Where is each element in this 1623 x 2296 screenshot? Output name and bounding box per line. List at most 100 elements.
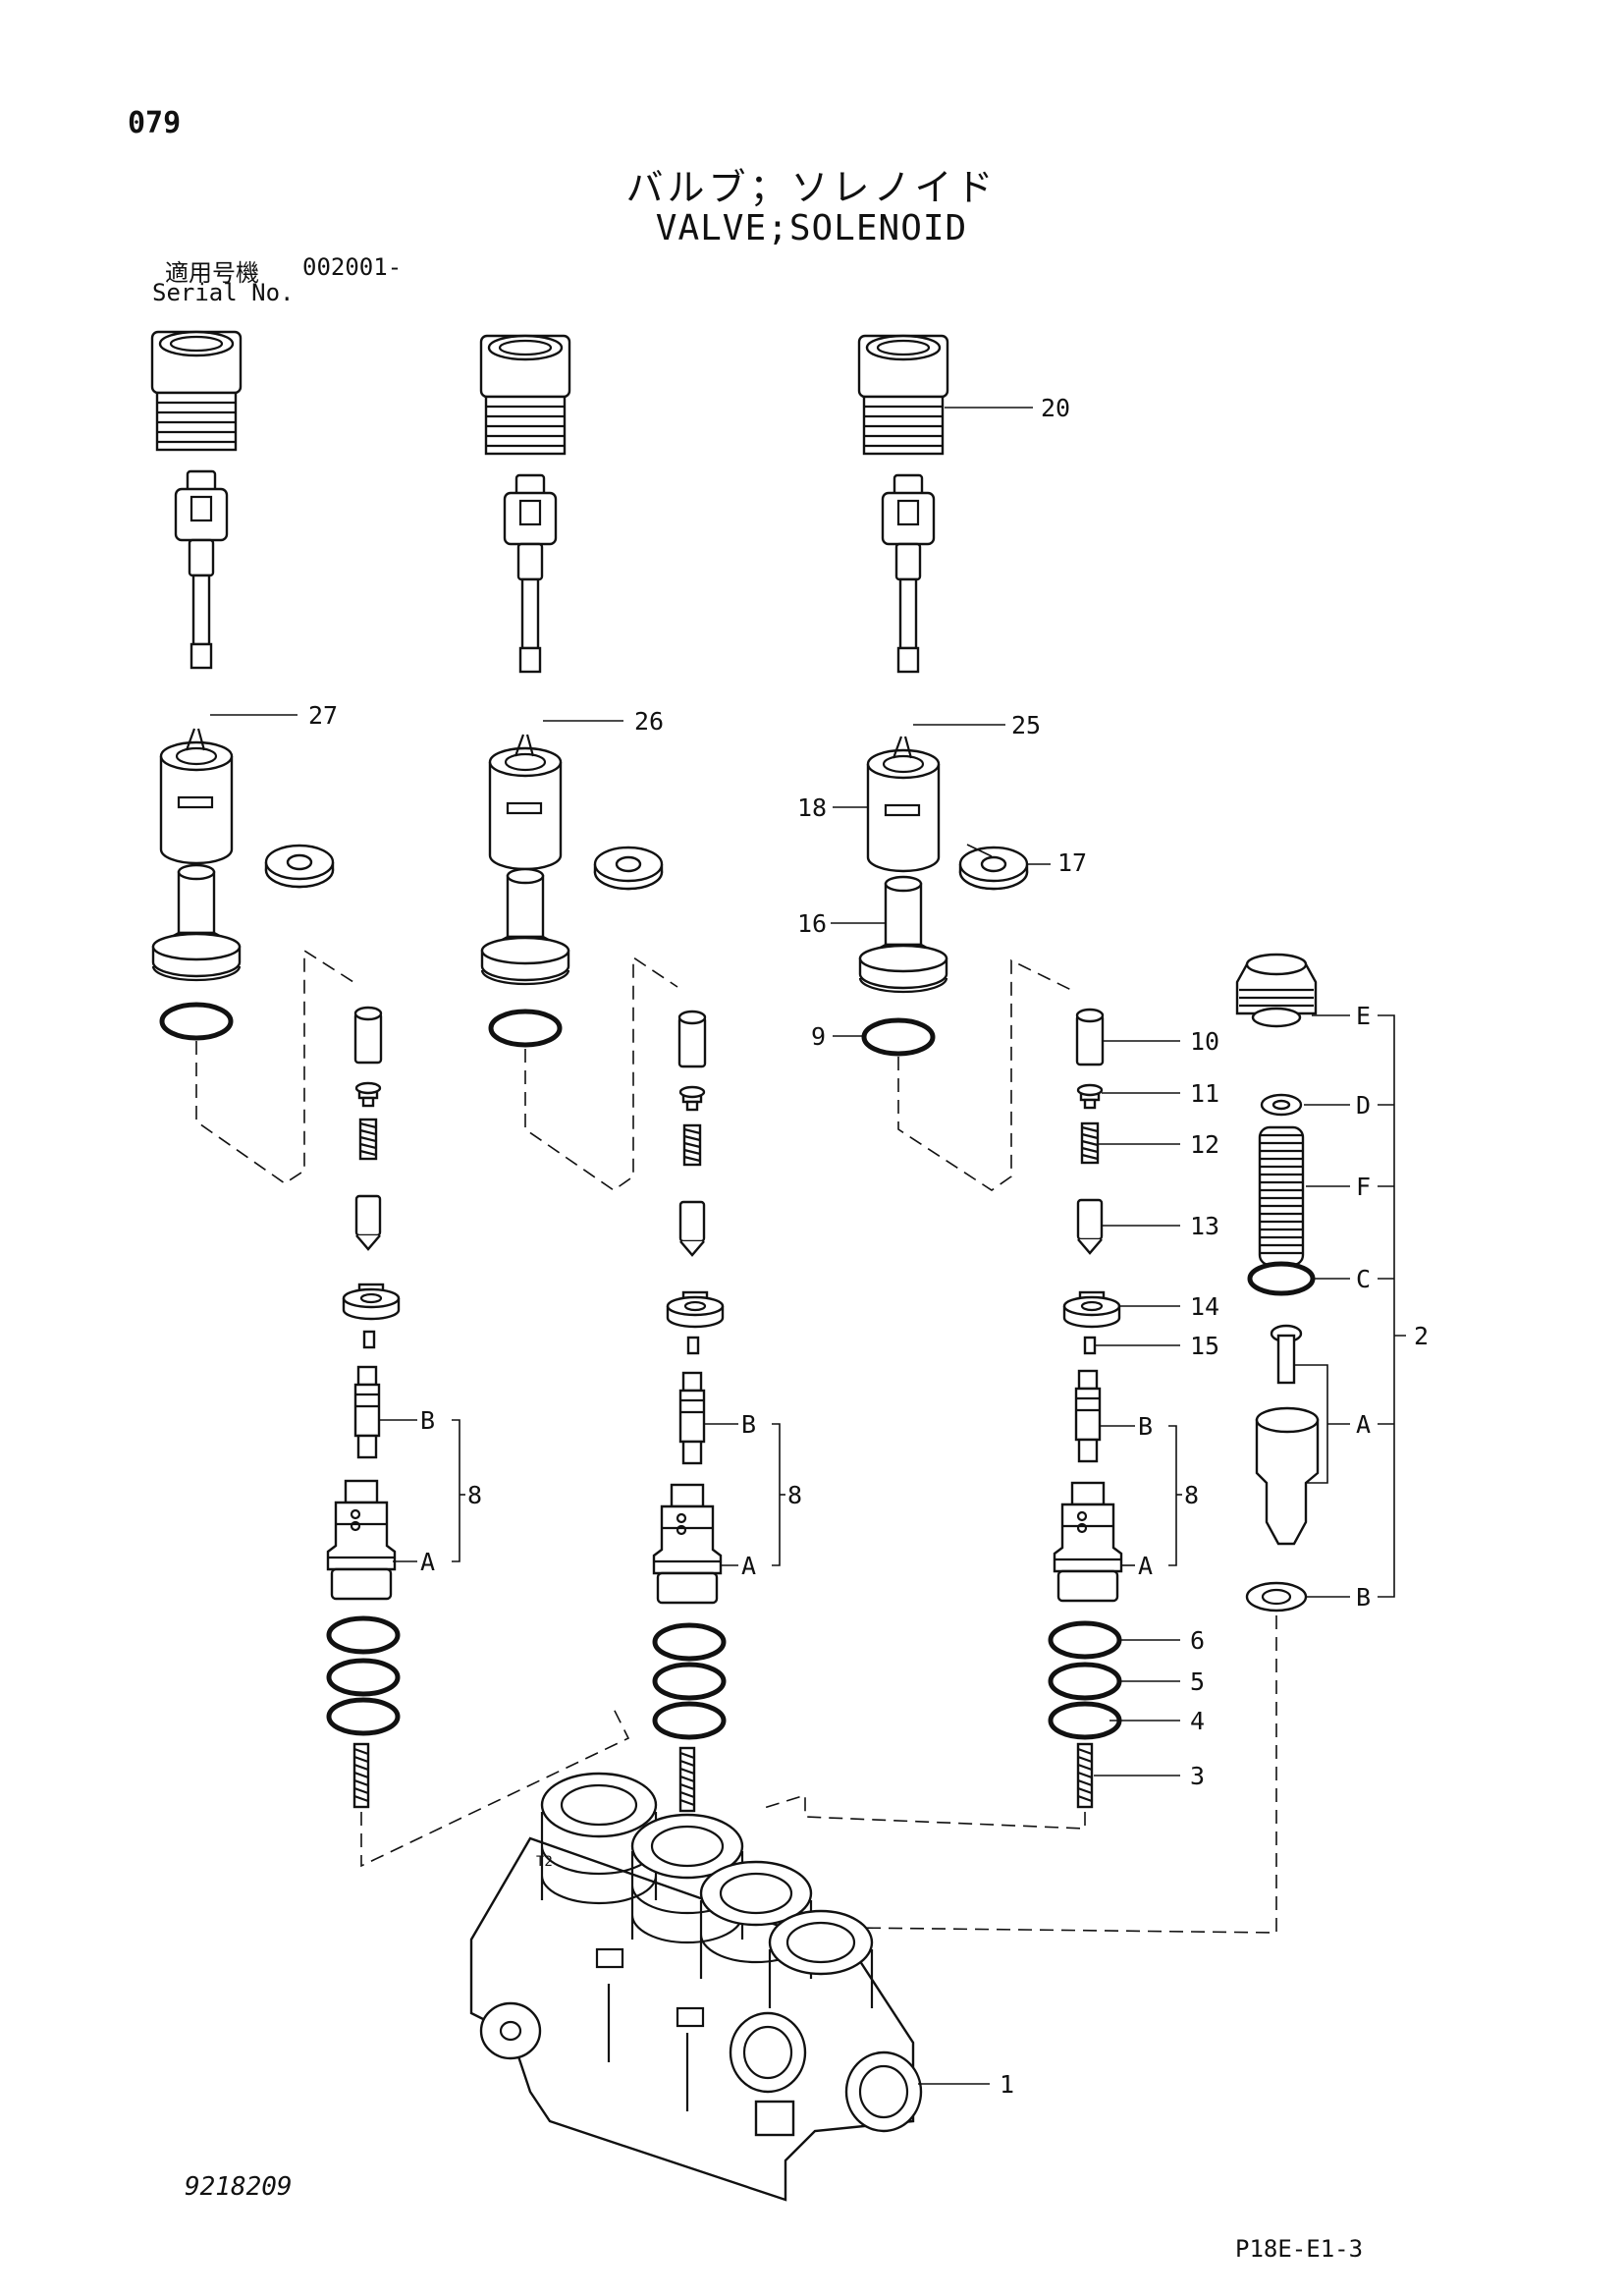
right-solenoid-tube [858, 875, 948, 994]
left-spool [353, 1365, 381, 1459]
drawing-number: 9218209 [185, 2172, 293, 2202]
middle-plunger [677, 1010, 707, 1068]
callout-labels: 27 26 25 20 18 17 16 9 10 11 12 13 14 15… [308, 394, 1429, 2099]
middle-bottom-spring [678, 1746, 696, 1813]
left-oring-large [329, 1618, 398, 1652]
left-coil-washer [264, 844, 335, 889]
callout-kit-b: B [1356, 1583, 1371, 1612]
callout-left-a: A [420, 1548, 435, 1576]
callout-kit-f: F [1356, 1173, 1371, 1201]
left-retainer [342, 1283, 401, 1321]
right-small-rod [1083, 1336, 1097, 1355]
middle-valve-assembly [479, 334, 725, 1813]
callout-12: 12 [1190, 1130, 1219, 1159]
valve-body: T2 [469, 1772, 923, 2202]
left-tube-oring [162, 1005, 231, 1038]
callout-18: 18 [797, 793, 827, 822]
callout-1: 1 [1000, 2070, 1014, 2099]
callout-13: 13 [1190, 1212, 1219, 1240]
leader-lines [210, 407, 1406, 2085]
callout-kit-d: D [1356, 1091, 1371, 1120]
title-japanese: バルブ；ソレノイド [625, 166, 998, 209]
left-small-rod [362, 1330, 376, 1349]
page-number: 079 [128, 106, 182, 140]
middle-pin [678, 1200, 706, 1257]
callout-11: 11 [1190, 1079, 1219, 1108]
right-solenoid-coil [866, 735, 941, 873]
left-oring-small [329, 1700, 398, 1733]
callout-8-middle: 8 [787, 1481, 802, 1509]
right-valve-assembly [760, 334, 1123, 1830]
callout-26: 26 [634, 707, 664, 736]
left-seat [354, 1081, 382, 1108]
right-bottom-spring [1076, 1742, 1094, 1809]
callout-middle-b: B [741, 1410, 756, 1439]
middle-sleeve [652, 1483, 723, 1605]
callout-4: 4 [1190, 1707, 1205, 1735]
middle-seat [678, 1085, 706, 1112]
middle-solenoid-coil [488, 733, 563, 871]
callout-16: 16 [797, 909, 827, 938]
serial-range: 002001- [302, 253, 403, 281]
right-oring-large [1051, 1623, 1119, 1657]
middle-oring-medium [655, 1665, 724, 1698]
right-harness-connector [881, 473, 936, 674]
right-spring [1080, 1121, 1100, 1165]
right-sleeve [1053, 1481, 1123, 1603]
right-seat [1076, 1083, 1104, 1110]
callout-6: 6 [1190, 1626, 1205, 1655]
left-oring-medium [329, 1661, 398, 1694]
callout-3: 3 [1190, 1762, 1205, 1790]
right-pin [1076, 1198, 1104, 1255]
callout-15: 15 [1190, 1332, 1219, 1360]
callout-right-b: B [1138, 1412, 1153, 1441]
middle-coil-washer [593, 846, 664, 891]
middle-retainer [666, 1290, 725, 1329]
middle-spool [678, 1371, 706, 1465]
callout-kit-a: A [1356, 1410, 1371, 1439]
callout-9: 9 [811, 1022, 826, 1051]
left-sleeve [326, 1479, 397, 1601]
middle-spring [682, 1123, 702, 1167]
callout-right-a: A [1138, 1552, 1153, 1580]
callout-kit-c: C [1356, 1265, 1371, 1293]
callout-17: 17 [1057, 848, 1087, 877]
callout-left-b: B [420, 1406, 435, 1435]
callout-2: 2 [1414, 1322, 1429, 1350]
left-bottom-spring [352, 1742, 370, 1809]
right-oring-small [1051, 1704, 1119, 1737]
left-valve-assembly [150, 330, 630, 1868]
callout-middle-a: A [741, 1552, 756, 1580]
left-harness-connector [174, 469, 229, 670]
middle-connector-cap [479, 334, 571, 456]
middle-tube-oring [491, 1011, 560, 1045]
serial-label-english: Serial No. [152, 279, 295, 306]
left-plunger [353, 1006, 383, 1065]
callout-14: 14 [1190, 1292, 1219, 1321]
right-tube-oring [864, 1020, 933, 1054]
middle-small-rod [686, 1336, 700, 1355]
sheet-code: P18E-E1-3 [1235, 2235, 1364, 2263]
port-mark-t2: T2 [536, 1854, 553, 1870]
title-english: VALVE;SOLENOID [655, 208, 968, 248]
callout-kit-e: E [1356, 1002, 1371, 1030]
right-retainer [1062, 1290, 1121, 1329]
middle-oring-small [655, 1704, 724, 1737]
right-connector-cap [857, 334, 949, 456]
callout-8-right: 8 [1184, 1481, 1199, 1509]
callout-25: 25 [1011, 711, 1041, 739]
middle-solenoid-tube [480, 867, 570, 986]
right-coil-washer [958, 846, 1029, 891]
callout-5: 5 [1190, 1667, 1205, 1696]
callout-8-left: 8 [467, 1481, 482, 1509]
callout-20: 20 [1041, 394, 1070, 422]
callout-10: 10 [1190, 1027, 1219, 1056]
middle-harness-connector [503, 473, 558, 674]
left-pin [354, 1194, 382, 1251]
left-connector-cap [150, 330, 243, 452]
right-oring-medium [1051, 1665, 1119, 1698]
right-spool [1074, 1369, 1102, 1463]
left-spring [358, 1118, 378, 1161]
callout-27: 27 [308, 701, 338, 730]
